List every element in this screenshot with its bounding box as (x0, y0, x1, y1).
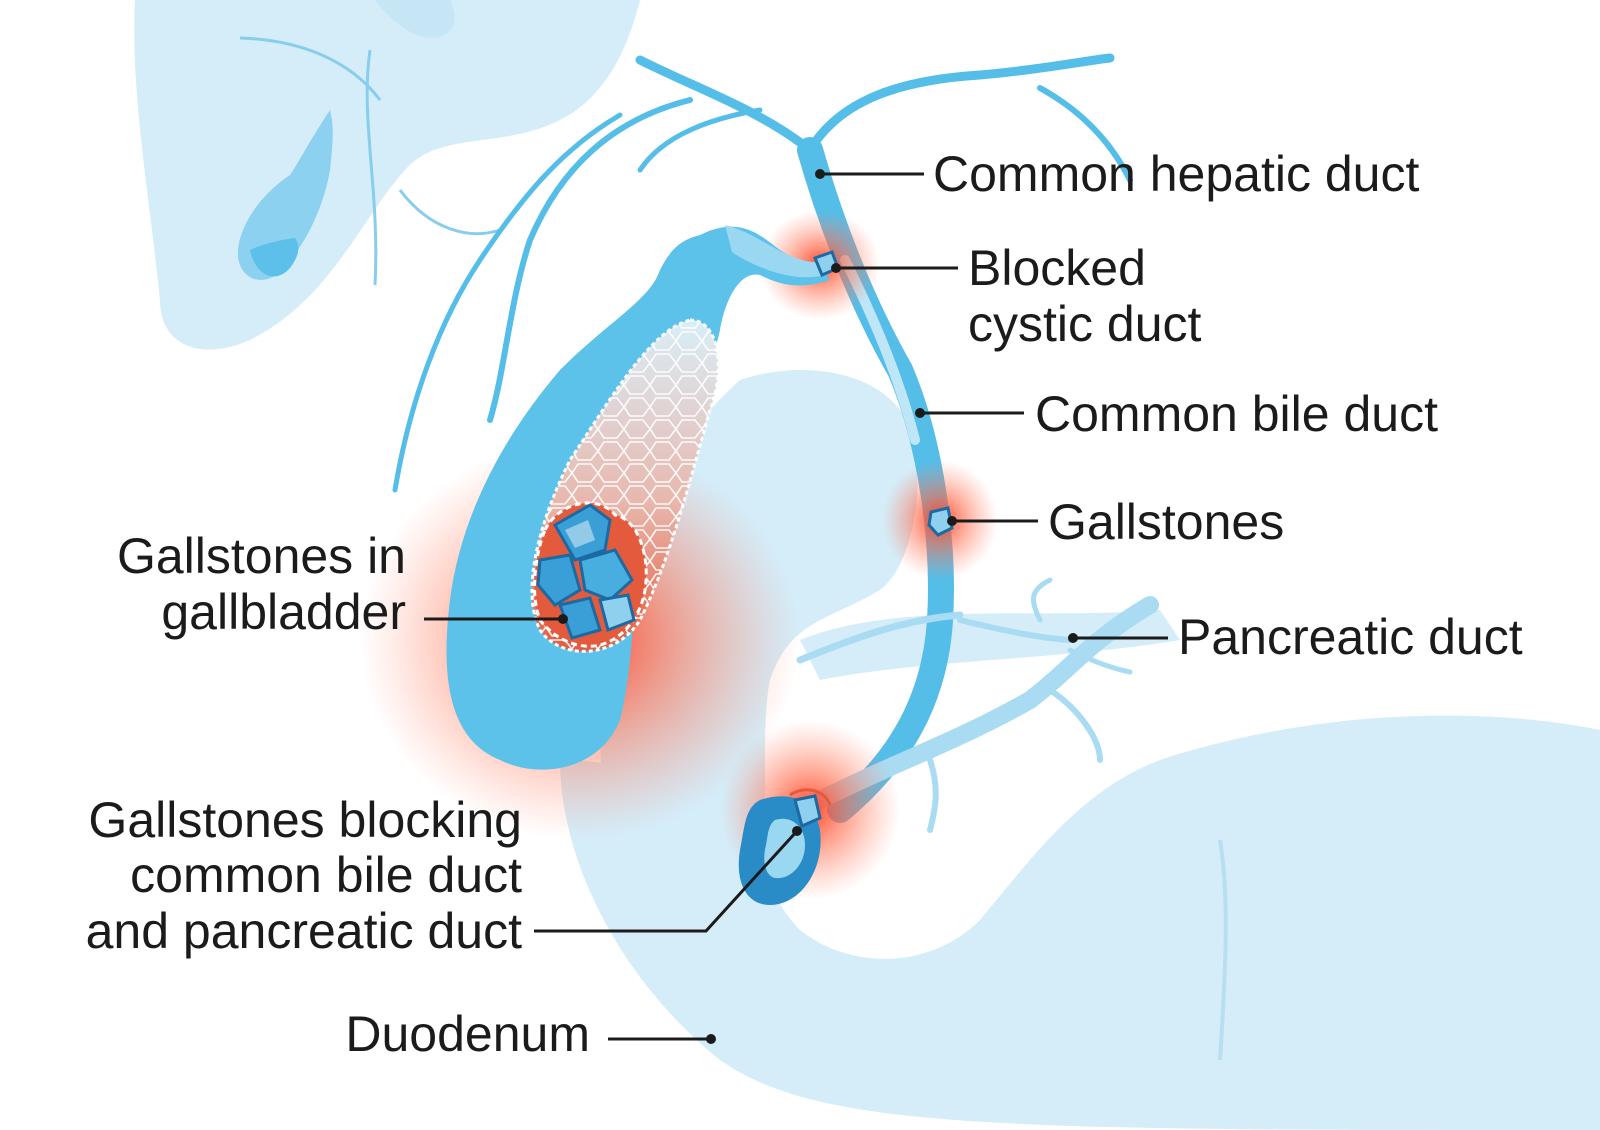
gallbladder (446, 225, 830, 770)
svg-text:Duodenum: Duodenum (345, 1006, 590, 1062)
svg-text:gallbladder: gallbladder (161, 584, 406, 640)
label-gallstones-in-gallbladder: Gallstones in gallbladder (117, 528, 568, 640)
common-bile-duct-stone (927, 506, 954, 537)
svg-text:and pancreatic duct: and pancreatic duct (86, 903, 523, 959)
svg-text:Common bile duct: Common bile duct (1035, 386, 1438, 442)
svg-text:Blocked: Blocked (968, 240, 1146, 296)
svg-text:Gallstones blocking: Gallstones blocking (88, 792, 522, 848)
svg-text:Common hepatic duct: Common hepatic duct (933, 146, 1419, 202)
label-pancreatic-duct: Pancreatic duct (1068, 609, 1523, 665)
svg-text:cystic duct: cystic duct (968, 296, 1202, 352)
duodenum-shape (560, 715, 1600, 1130)
gallstone-cluster (533, 501, 648, 648)
hepatic-ducts (392, 53, 1133, 493)
label-common-hepatic-duct: Common hepatic duct (815, 146, 1419, 202)
label-gallstones-blocking: Gallstones blocking common bile duct and… (86, 792, 802, 959)
svg-text:common bile duct: common bile duct (130, 847, 522, 903)
svg-text:Gallstones: Gallstones (1048, 494, 1284, 550)
label-duodenum: Duodenum (345, 1006, 716, 1062)
liver (134, 0, 641, 350)
small-gallbladder-inset (237, 36, 501, 286)
label-common-bile-duct: Common bile duct (915, 386, 1438, 442)
svg-text:Gallstones in: Gallstones in (117, 528, 406, 584)
label-blocked-cystic-duct: Blocked cystic duct (831, 240, 1202, 352)
svg-text:Pancreatic duct: Pancreatic duct (1178, 609, 1523, 665)
label-gallstones: Gallstones (947, 494, 1284, 550)
